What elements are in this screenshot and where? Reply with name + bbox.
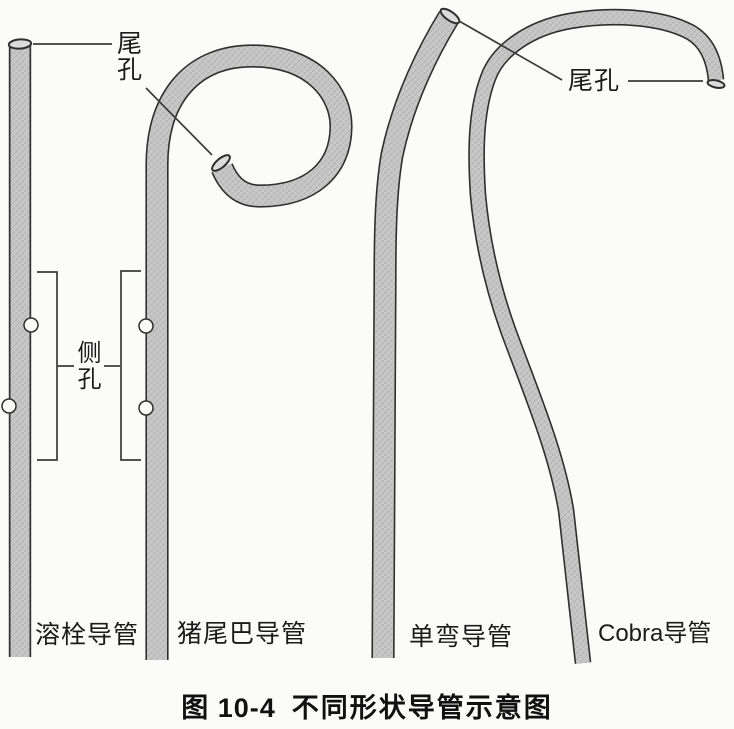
- side-hole-notches: [1, 317, 154, 416]
- label-side-hole: 侧孔: [77, 340, 102, 393]
- cobra-catheter-tube: [468, 8, 726, 664]
- label-end-hole-left: 尾孔: [116, 30, 142, 84]
- label-end-hole-right: 尾孔: [568, 67, 621, 95]
- pigtail-catheter-tube: [145, 44, 353, 660]
- leader-single-curve-tip-to-end-hole-right: [458, 20, 563, 81]
- label-pigtail-catheter: 猪尾巴导管: [177, 620, 308, 648]
- side-hole-bracket-left: [37, 271, 58, 461]
- figure-number: 图 10-4: [181, 693, 276, 723]
- end-hole-opening-single-curve: [439, 7, 461, 25]
- side-hole-notch: [138, 400, 154, 416]
- end-hole-opening-left: [7, 38, 33, 50]
- label-single-curve-catheter: 单弯导管: [409, 623, 514, 651]
- leader-end-hole-left-to-pigtail-tip: [145, 87, 213, 156]
- side-hole-notch: [138, 318, 154, 334]
- annotation-lines: [33, 20, 703, 461]
- side-hole-notch: [23, 317, 39, 333]
- end-hole-opening-pigtail: [211, 154, 231, 172]
- single-curve-catheter-tube: [371, 7, 461, 659]
- side-hole-bracket-right: [120, 270, 141, 461]
- end-hole-opening-cobra: [706, 79, 726, 89]
- figure-caption: 图 10-4 不同形状导管示意图: [0, 686, 734, 725]
- label-thrombolysis-catheter: 溶栓导管: [35, 621, 140, 649]
- side-hole-notch: [1, 398, 17, 414]
- thrombolysis-catheter-tube: [7, 38, 33, 657]
- figure-title: 不同形状导管示意图: [291, 693, 553, 723]
- label-cobra-catheter: Cobra导管: [598, 620, 712, 647]
